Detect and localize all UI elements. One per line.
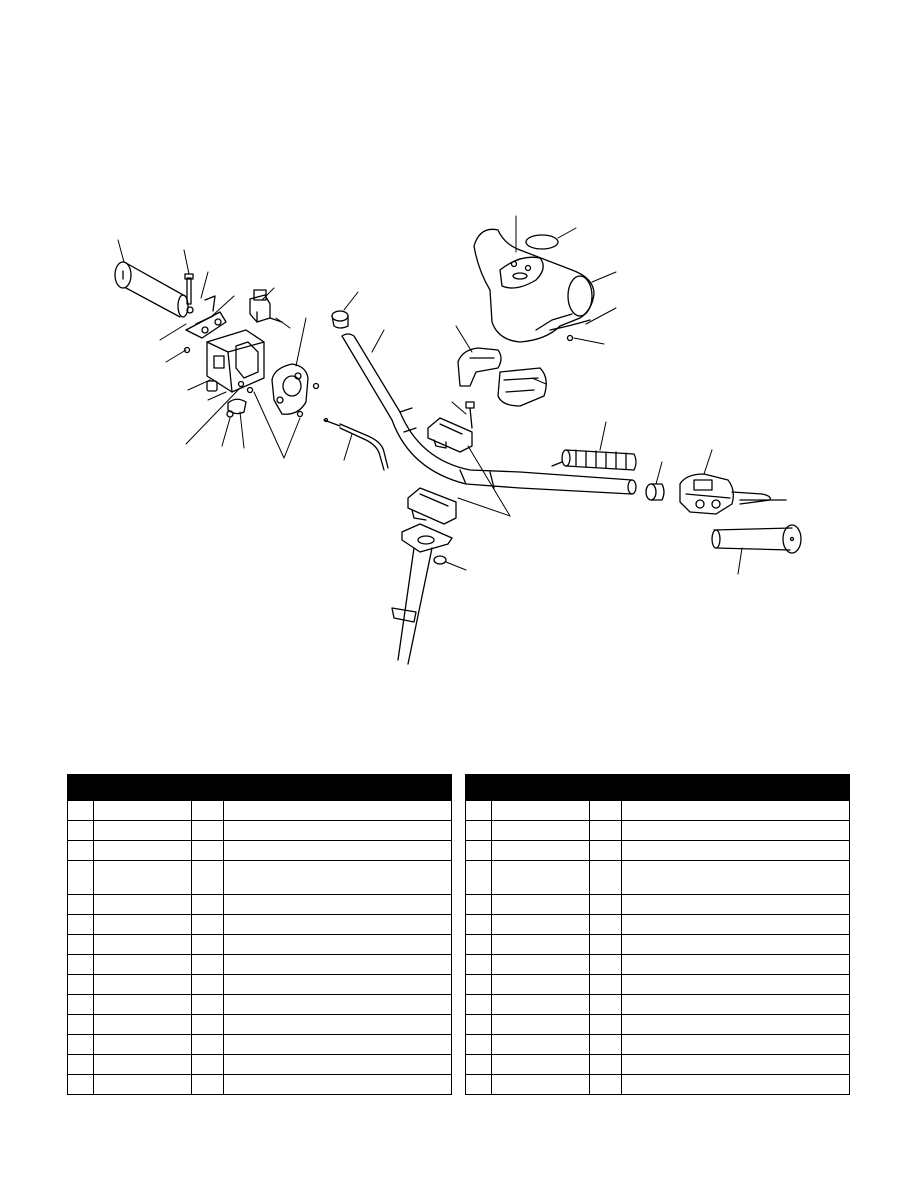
- cover-plate: [227, 398, 247, 415]
- throttle-housing: [206, 329, 265, 393]
- table-row: [67, 974, 452, 995]
- washer: [186, 306, 194, 314]
- steering-stem: [391, 523, 453, 665]
- table-row: [465, 894, 850, 915]
- lower-clamp: [407, 487, 457, 525]
- table-row: [67, 914, 452, 935]
- table-row: [67, 954, 452, 975]
- hood-screw: [566, 334, 574, 342]
- table-row: [465, 974, 850, 995]
- handlebar-exploded-diagram: [114, 215, 802, 665]
- parts-table-left: [67, 774, 452, 1095]
- grip-plug: [645, 483, 665, 501]
- table-header-row: [67, 774, 452, 801]
- table-header: [67, 774, 452, 801]
- screw: [296, 410, 304, 418]
- table-row: [465, 994, 850, 1015]
- parts-table-right: [465, 774, 850, 1095]
- table-row: [67, 934, 452, 955]
- lever-bracket: [185, 295, 227, 339]
- throttle-cover: [271, 363, 309, 415]
- right-grip: [711, 524, 802, 554]
- switch-block: [249, 289, 283, 323]
- table-row: [465, 1014, 850, 1035]
- table-row: [465, 800, 850, 821]
- table-row: [67, 1054, 452, 1075]
- table-row: [465, 860, 850, 895]
- tiny-nut: [226, 410, 234, 418]
- table-row: [465, 1034, 850, 1055]
- hood-decal: [525, 234, 559, 250]
- stem-nut: [433, 555, 447, 565]
- handlebar-hood: [473, 228, 595, 343]
- leader-lines: [117, 215, 743, 575]
- table-row: [67, 820, 452, 841]
- left-bolt: [184, 273, 194, 305]
- table-row: [465, 954, 850, 975]
- table-row: [465, 1054, 850, 1075]
- table-row: [465, 934, 850, 955]
- table-header: [465, 774, 850, 801]
- left-grip: [114, 261, 189, 318]
- small-screw: [237, 380, 245, 388]
- right-switch-housing: [679, 473, 787, 515]
- table-row: [67, 860, 452, 895]
- table-row: [67, 1014, 452, 1035]
- screw: [183, 346, 191, 354]
- table-row: [67, 994, 452, 1015]
- hood-inner-cover: [457, 347, 502, 387]
- screw: [312, 382, 320, 390]
- table-row: [67, 840, 452, 861]
- heated-grip: [551, 449, 637, 471]
- handlebar: [341, 333, 637, 495]
- small-screw: [246, 386, 254, 394]
- table-row: [465, 914, 850, 935]
- table-row: [465, 820, 850, 841]
- table-header-row: [465, 774, 850, 801]
- hood-lower-cover: [497, 367, 547, 407]
- throttle-cable: [323, 417, 389, 471]
- table-row: [67, 1034, 452, 1055]
- small-nut: [206, 380, 218, 392]
- clamp-bolt: [465, 401, 475, 429]
- upper-clamp: [427, 417, 473, 453]
- table-row: [67, 1074, 452, 1095]
- table-row: [67, 800, 452, 821]
- table-row: [465, 1074, 850, 1095]
- table-row: [465, 840, 850, 861]
- table-row: [67, 894, 452, 915]
- bar-end-cap: [331, 310, 349, 329]
